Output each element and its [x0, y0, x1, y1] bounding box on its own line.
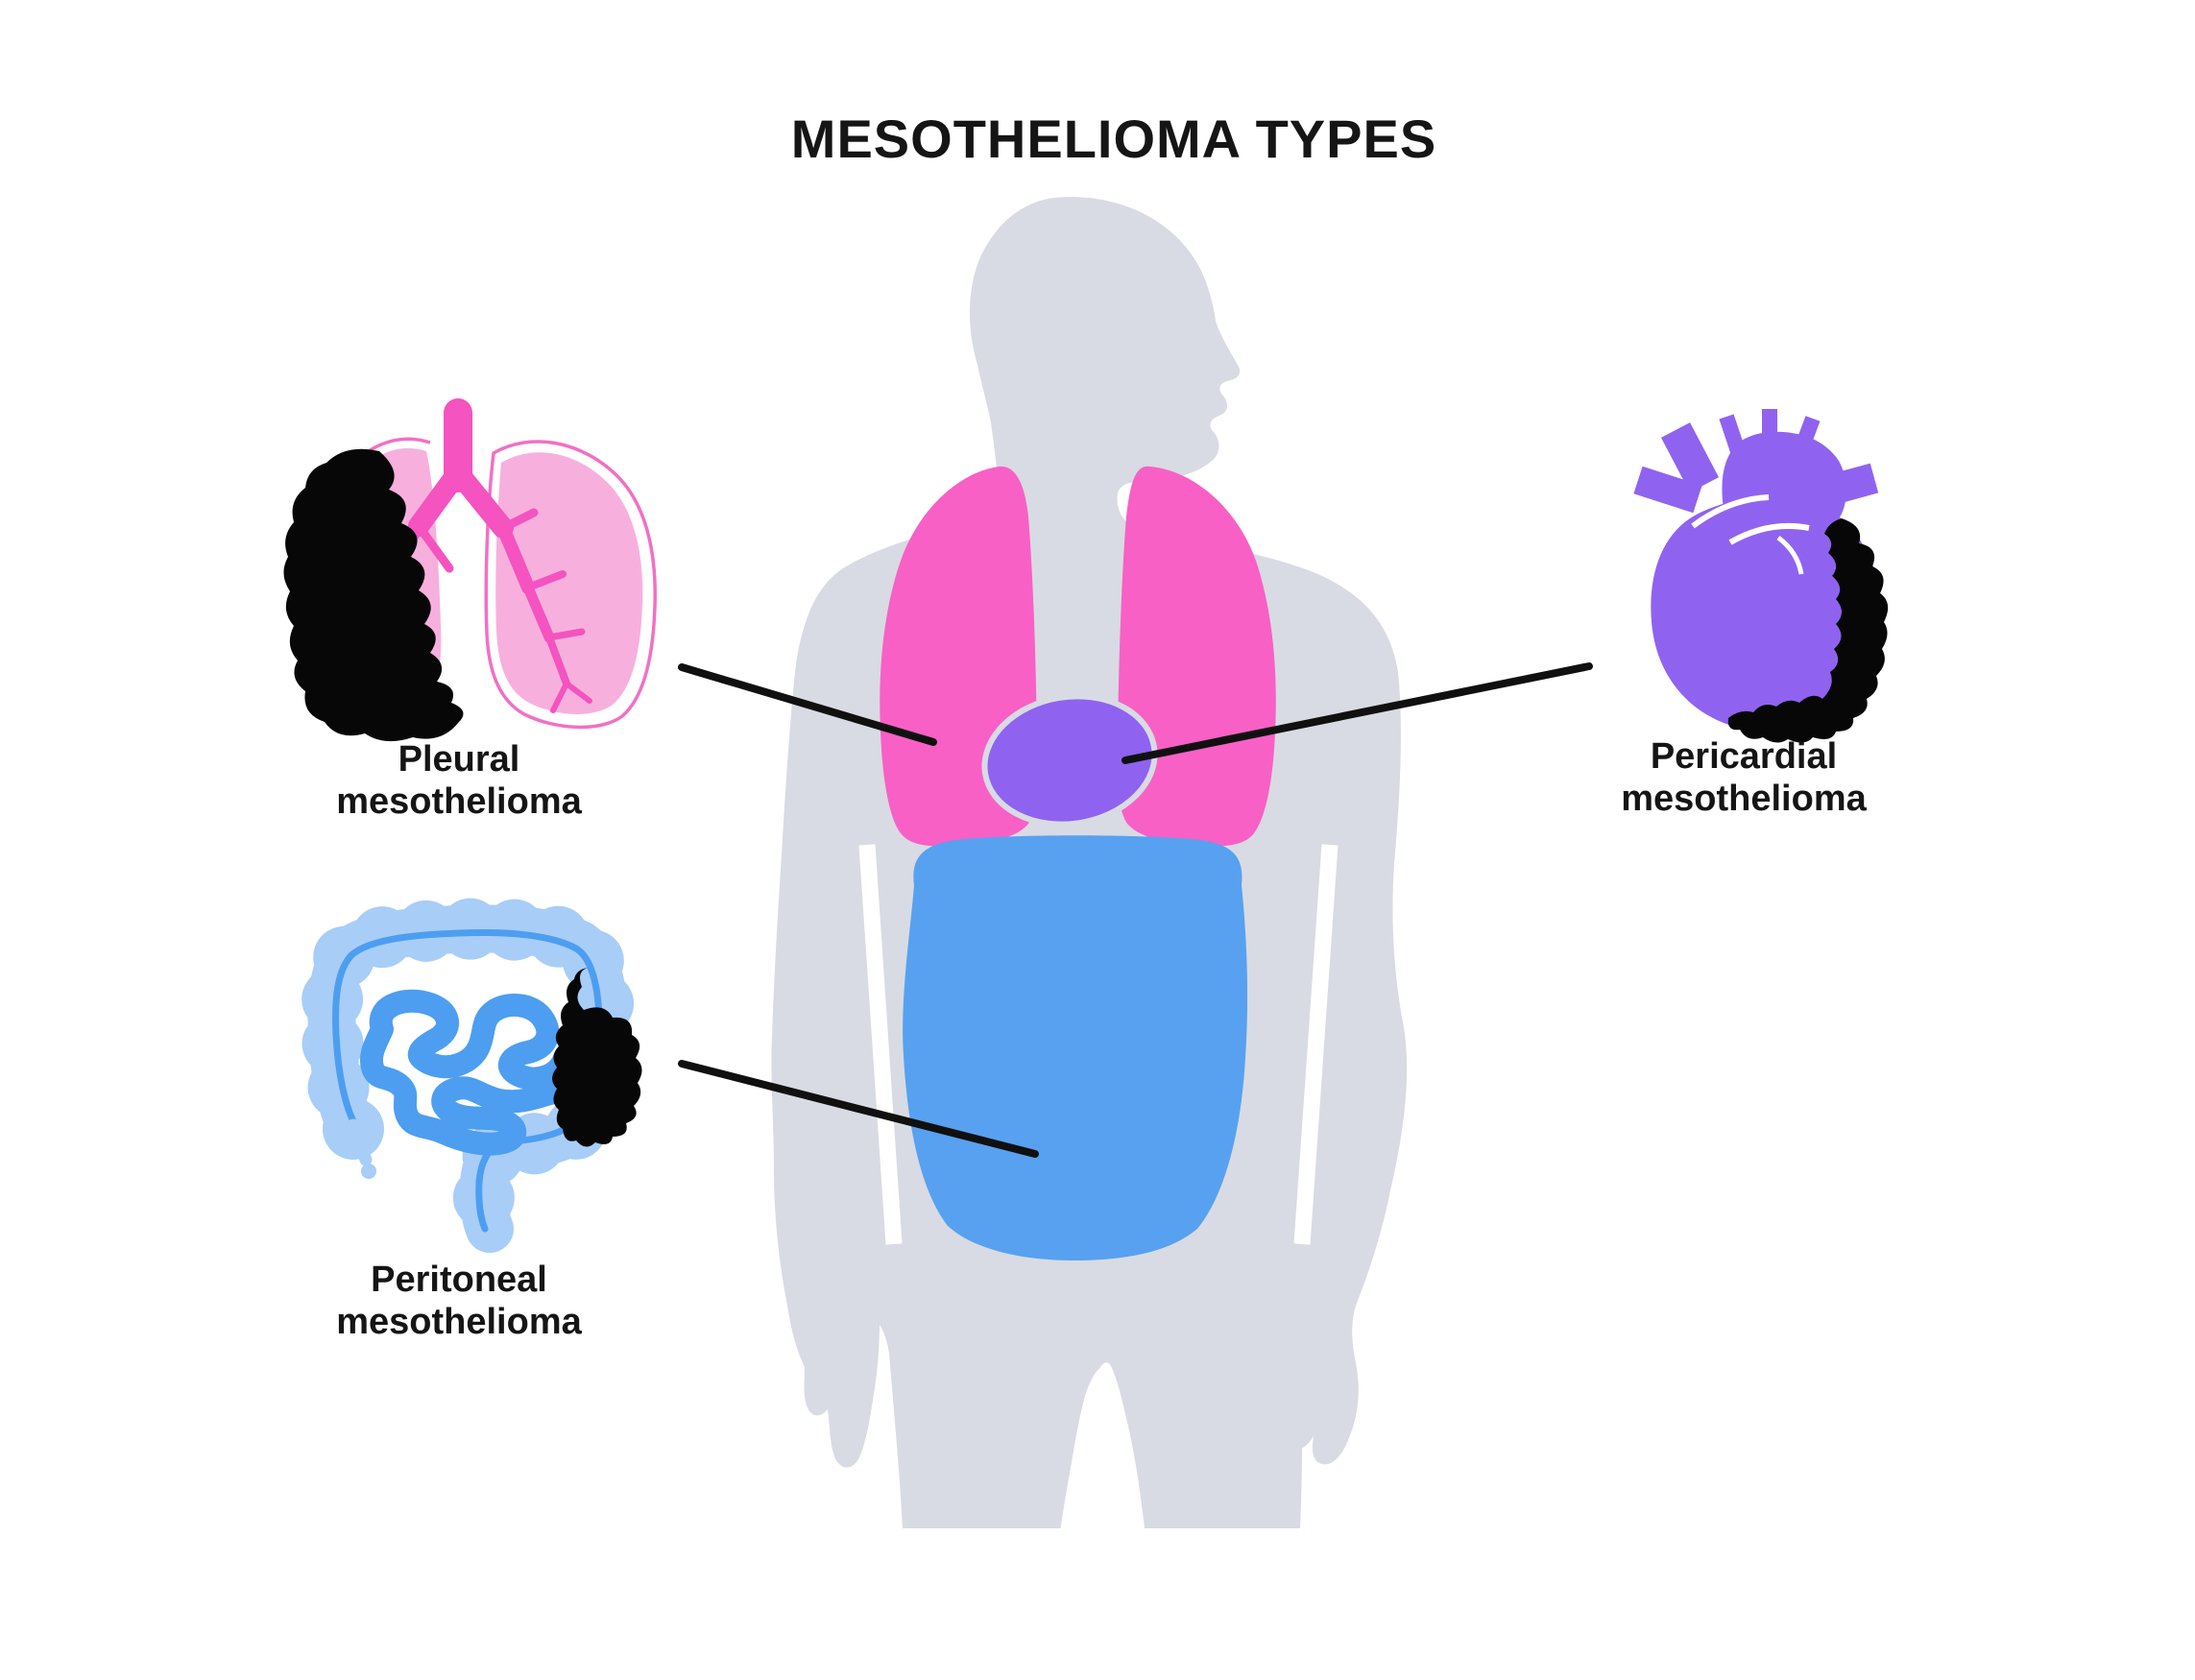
label-line: mesothelioma [336, 781, 582, 822]
callout-lines [678, 662, 1593, 1158]
lung-lobe-right [495, 452, 643, 714]
label-line: Pericardial [1650, 736, 1838, 777]
pericardial-tumor [1727, 518, 1889, 743]
lungs-with-tumor-icon [283, 398, 657, 742]
peritoneal-tumor [552, 968, 642, 1147]
callout-line-pericardial [1122, 662, 1593, 764]
arm-gap-left [858, 844, 903, 1245]
heart-vessel-left [1633, 466, 1702, 514]
label-line: Pleural [398, 739, 520, 780]
heart-slit-1 [1691, 494, 1770, 529]
peritoneum-highlight [903, 835, 1248, 1260]
label-pericardial-mesothelioma: Pericardial mesothelioma [1523, 735, 1965, 820]
heart-vessel-left-up [1660, 422, 1720, 492]
arm-gap-right [1293, 844, 1339, 1245]
callout-line-peritoneal [678, 1060, 1039, 1158]
page-title: MESOTHELIOMA TYPES [790, 108, 1437, 169]
body-heart [981, 693, 1158, 828]
label-line: mesothelioma [336, 1302, 582, 1342]
heart-slit-2 [1728, 522, 1810, 545]
appendix-tip [361, 1164, 376, 1179]
intestines-with-tumor-icon [301, 898, 642, 1260]
label-line: mesothelioma [1621, 779, 1867, 819]
leg-gap [1060, 1362, 1143, 1532]
appendix [347, 1118, 373, 1166]
pleural-tumor [283, 448, 464, 742]
heart-slit-3 [1776, 536, 1804, 575]
label-line: Peritoneal [371, 1260, 547, 1300]
label-peritoneal-mesothelioma: Peritoneal mesothelioma [238, 1259, 680, 1343]
body-abdomen [903, 835, 1248, 1260]
label-pleural-mesothelioma: Pleural mesothelioma [238, 738, 680, 823]
heart-with-tumor-icon [1633, 409, 1889, 743]
pericardium-highlight [981, 693, 1158, 828]
heart-body [1651, 493, 1883, 732]
callout-line-pleural [678, 663, 937, 746]
lung-outline-right [484, 440, 657, 730]
